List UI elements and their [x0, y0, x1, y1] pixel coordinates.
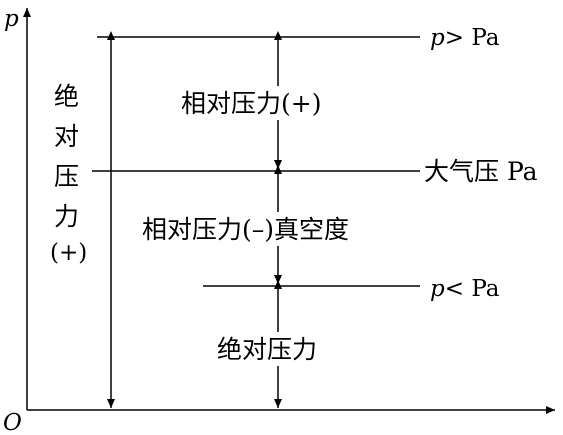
label-atmospheric-pa: 大气压 Pa — [424, 157, 538, 186]
label-p-greater-pa-var: p — [430, 25, 445, 51]
label-p-less-pa: p< Pa — [430, 276, 500, 302]
relative-positive-label-bg — [178, 86, 346, 120]
label-p-less-pa-var: p — [430, 276, 445, 302]
side-label-sign: (+) — [50, 240, 87, 266]
side-label-char-4: 力 — [54, 202, 79, 231]
vacuum-label: 相对压力(–)真空度 — [142, 215, 349, 244]
absolute-below-label-bg — [214, 332, 338, 366]
y-axis-label: p — [4, 6, 19, 32]
side-label-char-2: 对 — [54, 122, 79, 151]
vacuum-label-bg — [140, 212, 390, 246]
absolute-below-label: 绝对压力 — [217, 335, 317, 364]
side-label-char-3: 压 — [54, 162, 79, 191]
label-p-less-pa-rest: < Pa — [445, 276, 500, 302]
label-p-greater-pa-rest: > Pa — [445, 25, 500, 51]
origin-label: O — [3, 410, 22, 435]
relative-positive-label: 相对压力(+) — [181, 89, 321, 118]
side-label-char-1: 绝 — [54, 82, 79, 111]
label-p-greater-pa: p> Pa — [430, 25, 500, 51]
